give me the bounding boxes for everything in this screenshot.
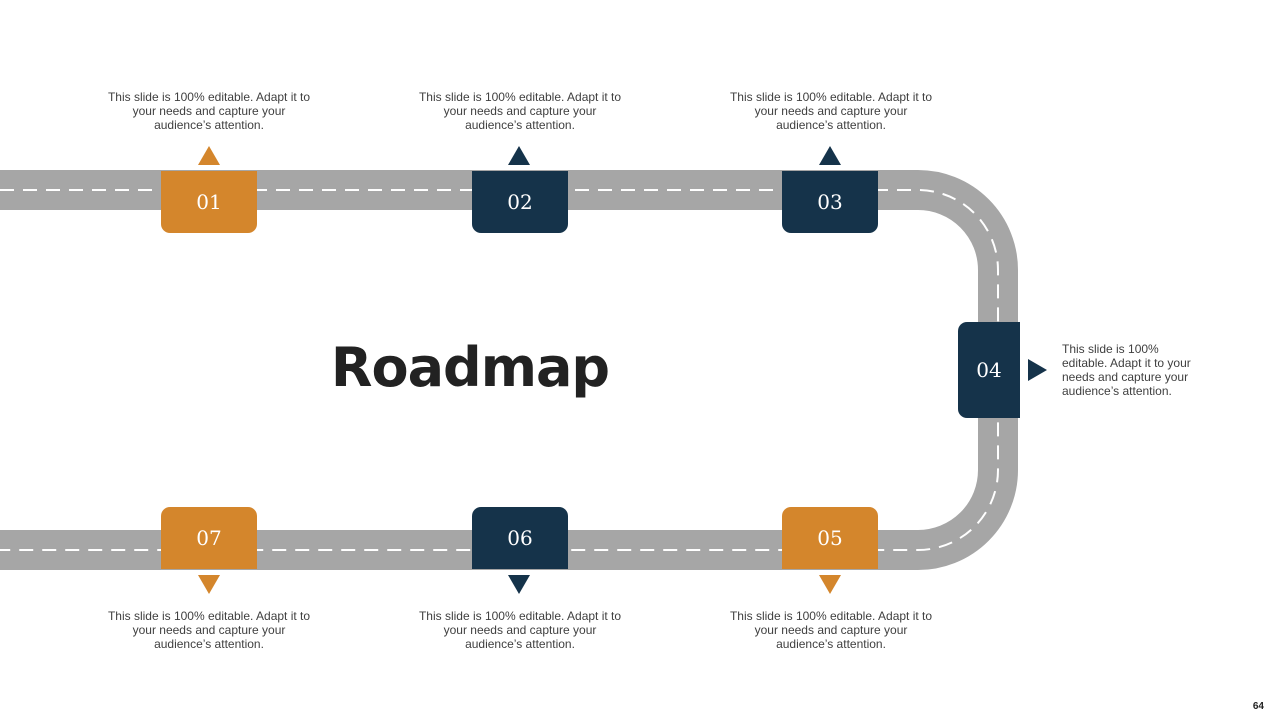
- step-05-down-arrow-icon: [819, 575, 841, 594]
- step-07-description: This slide is 100% editable. Adapt it to…: [107, 609, 311, 651]
- step-04-right-arrow-icon: [1028, 359, 1047, 381]
- step-07-label: 07: [196, 526, 222, 550]
- step-03-label: 03: [817, 190, 843, 214]
- step-02-label: 02: [507, 190, 533, 214]
- step-03-marker: 03: [782, 171, 878, 233]
- page-title: Roadmap: [330, 336, 610, 399]
- page-number: 64: [1252, 701, 1264, 712]
- step-01-label: 01: [196, 190, 222, 214]
- step-05-marker: 05: [782, 507, 878, 569]
- road-lane-markings: [0, 189, 999, 551]
- step-06-description: This slide is 100% editable. Adapt it to…: [418, 609, 622, 651]
- step-01-marker: 01: [161, 171, 257, 233]
- step-05-description: This slide is 100% editable. Adapt it to…: [729, 609, 933, 651]
- step-03-description: This slide is 100% editable. Adapt it to…: [729, 90, 933, 132]
- step-04-label: 04: [976, 358, 1002, 382]
- step-02-marker: 02: [472, 171, 568, 233]
- step-05-label: 05: [817, 526, 843, 550]
- step-02-up-arrow-icon: [508, 146, 530, 165]
- step-01-up-arrow-icon: [198, 146, 220, 165]
- step-06-label: 06: [507, 526, 533, 550]
- step-01-description: This slide is 100% editable. Adapt it to…: [107, 90, 311, 132]
- step-07-marker: 07: [161, 507, 257, 569]
- step-06-down-arrow-icon: [508, 575, 530, 594]
- step-03-up-arrow-icon: [819, 146, 841, 165]
- step-02-description: This slide is 100% editable. Adapt it to…: [418, 90, 622, 132]
- step-04-marker: 04: [958, 322, 1020, 418]
- step-06-marker: 06: [472, 507, 568, 569]
- step-07-down-arrow-icon: [198, 575, 220, 594]
- step-04-description: This slide is 100% editable. Adapt it to…: [1062, 342, 1191, 398]
